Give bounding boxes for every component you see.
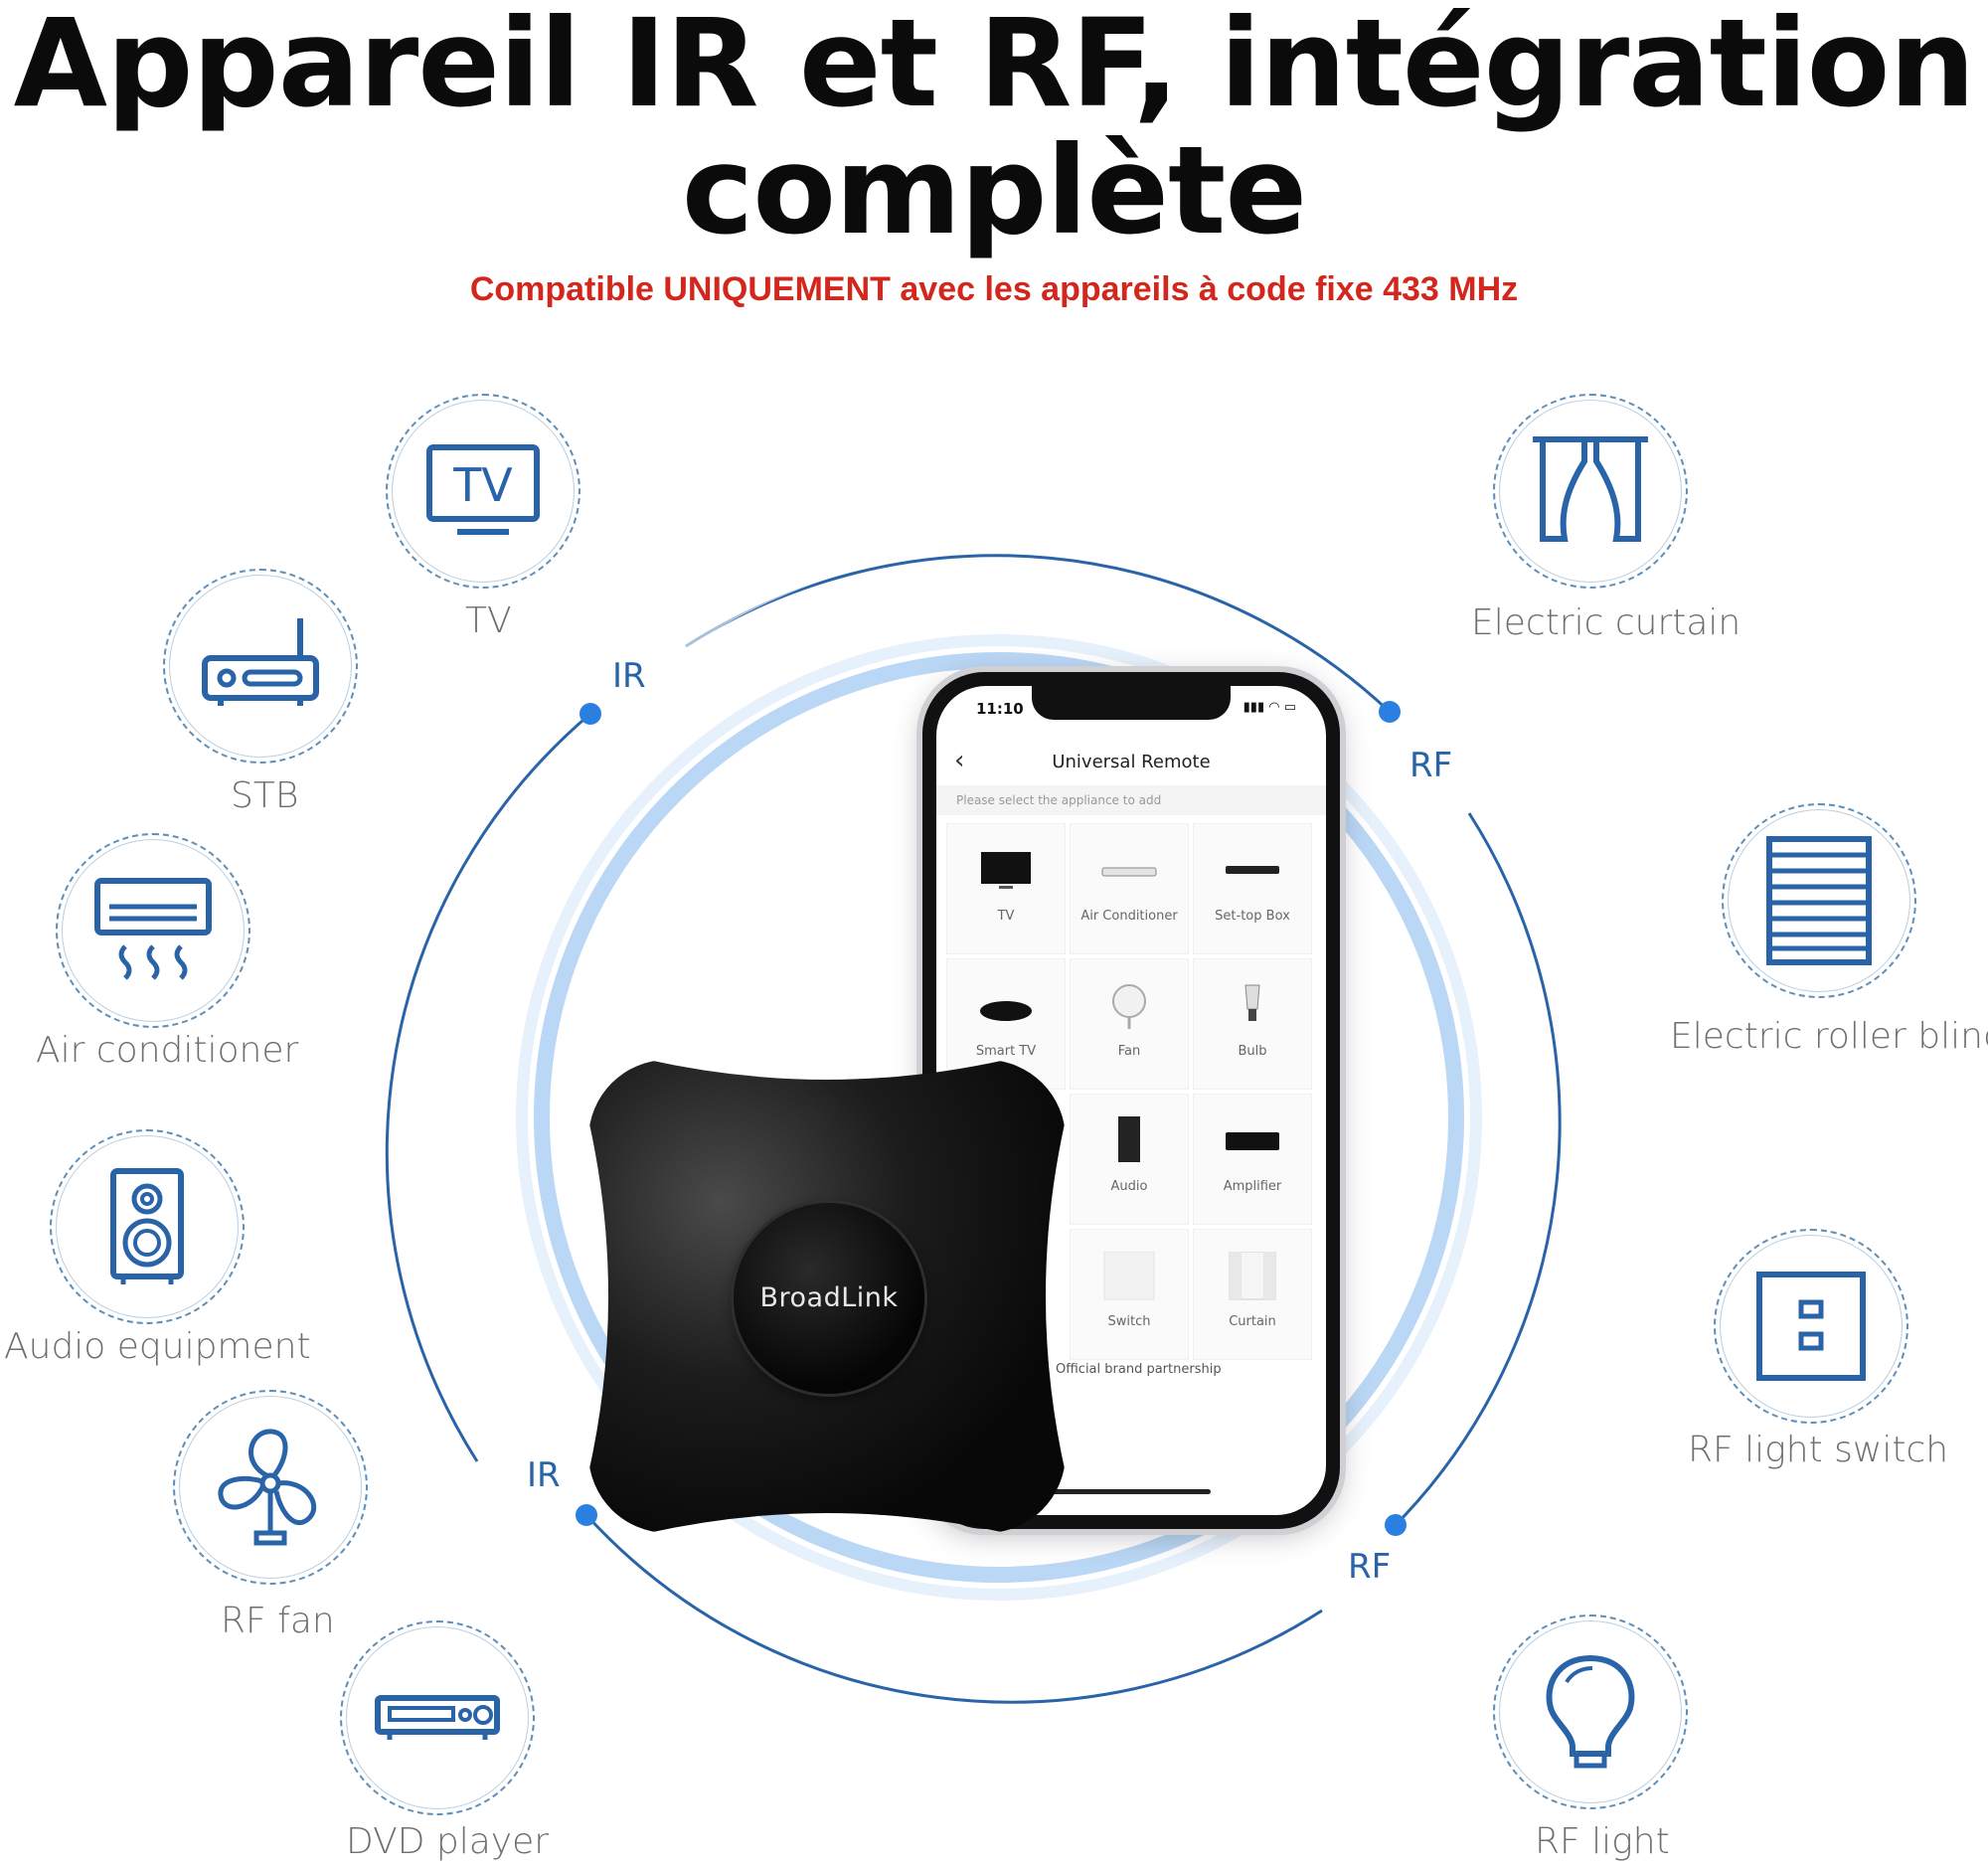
device-label-rf-light-switch: RF light switch — [1688, 1430, 1949, 1470]
arc-bottom — [584, 1513, 1323, 1704]
device-tv: TV — [386, 394, 584, 593]
appliance-audio[interactable]: Audio — [1070, 1094, 1189, 1225]
svg-text:TV: TV — [452, 458, 513, 512]
appliance-curtain[interactable]: Curtain — [1193, 1229, 1312, 1360]
arc-right — [1394, 812, 1562, 1527]
appliance-bulb[interactable]: Bulb — [1193, 958, 1312, 1090]
compatibility-note: Compatible UNIQUEMENT avec les appareils… — [469, 270, 1519, 308]
device-label-audio-equipment: Audio equipment — [4, 1326, 311, 1367]
audio-thumb-icon — [1118, 1116, 1140, 1162]
curtain-icon — [1533, 436, 1648, 542]
device-air-conditioner — [56, 833, 254, 1032]
arc-top — [685, 554, 1392, 714]
phone-notch — [1032, 686, 1231, 720]
device-label-electric-roller-blind: Electric roller blind — [1670, 1016, 1988, 1057]
status-icons: ▮▮▮ ◠ ▭ — [1242, 700, 1296, 715]
appliance-fan[interactable]: Fan — [1070, 958, 1189, 1090]
dvd-player-icon — [375, 1695, 500, 1740]
device-audio-equipment — [50, 1129, 248, 1328]
ir-label-bottom: IR — [527, 1455, 561, 1495]
back-chevron-icon[interactable]: ‹ — [954, 746, 965, 775]
fan-thumb-icon — [1112, 984, 1146, 1029]
device-label-tv: TV — [465, 600, 512, 641]
hub-brand-logo: BroadLink — [759, 1282, 899, 1313]
brand-partnership-link[interactable]: Official brand partnership — [1056, 1362, 1222, 1377]
air-conditioner-icon — [94, 878, 212, 980]
arc-dot-rf-top — [1379, 701, 1401, 723]
hub-center-dome — [734, 1203, 924, 1394]
bulb-thumb-icon — [1244, 984, 1260, 1021]
arc-dot-ir-bottom — [576, 1504, 597, 1526]
inner-glow-ring-soft — [516, 634, 1482, 1601]
light-bulb-icon — [1546, 1654, 1635, 1769]
device-electric-curtain — [1493, 394, 1692, 593]
device-label-rf-light: RF light — [1535, 1821, 1670, 1862]
appliance-tv[interactable]: TV — [946, 823, 1066, 954]
device-label-rf-fan: RF fan — [221, 1601, 335, 1641]
ir-label-top: IR — [612, 656, 646, 696]
title-line-1: Appareil IR et RF, intégration — [13, 0, 1976, 134]
appliance-set-top-box[interactable]: Set-top Box — [1193, 823, 1312, 954]
app-title: Universal Remote — [1052, 752, 1211, 772]
arc-dot-rf-bottom — [1385, 1514, 1407, 1536]
inner-glow-ring — [534, 652, 1464, 1583]
arc-top-fade — [684, 556, 896, 649]
rf-label-bottom: RF — [1348, 1547, 1392, 1587]
rf-label-top: RF — [1409, 746, 1453, 785]
device-rf-light — [1493, 1614, 1692, 1813]
device-label-air-conditioner: Air conditioner — [36, 1030, 299, 1071]
status-time: 11:10 — [976, 700, 1024, 718]
arc-dot-ir-top — [580, 703, 601, 725]
device-rf-light-switch — [1714, 1229, 1912, 1428]
app-hint: Please select the appliance to add — [936, 785, 1326, 815]
light-switch-icon — [1756, 1272, 1866, 1381]
amplifier-thumb-icon — [1226, 1132, 1279, 1150]
appliance-switch[interactable]: Switch — [1070, 1229, 1189, 1360]
device-label-dvd-player: DVD player — [346, 1821, 550, 1862]
set-top-box-icon — [202, 618, 319, 706]
device-dvd-player — [340, 1620, 539, 1819]
smart-tv-thumb-icon — [980, 1001, 1032, 1021]
appliance-amplifier[interactable]: Amplifier — [1193, 1094, 1312, 1225]
fan-icon — [218, 1429, 317, 1546]
device-electric-roller-blind — [1722, 803, 1920, 1002]
stb-thumb-icon — [1226, 866, 1279, 874]
tv-thumb-icon — [981, 852, 1031, 889]
device-rf-fan — [173, 1390, 372, 1589]
switch-thumb-icon — [1103, 1252, 1155, 1300]
device-label-electric-curtain: Electric curtain — [1471, 602, 1741, 643]
home-indicator — [1052, 1489, 1211, 1494]
device-stb — [163, 569, 362, 767]
roller-blind-icon — [1766, 836, 1872, 965]
appliance-air-conditioner[interactable]: Air Conditioner — [1070, 823, 1189, 954]
arc-left — [385, 712, 591, 1462]
curtain-thumb-icon — [1229, 1252, 1276, 1300]
speaker-icon — [110, 1168, 184, 1284]
title-line-2: complète — [681, 120, 1307, 261]
device-label-stb: STB — [231, 775, 299, 816]
tv-icon: TV — [426, 444, 540, 535]
ac-thumb-icon — [1101, 867, 1157, 877]
